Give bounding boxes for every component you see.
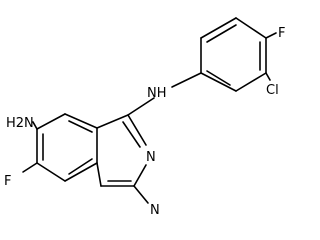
ring-nitrogen-label: N <box>146 150 156 165</box>
bond <box>68 120 93 133</box>
bond <box>133 164 147 187</box>
bond <box>127 97 155 116</box>
bond <box>64 162 98 182</box>
bond <box>96 114 129 129</box>
bond <box>200 17 237 39</box>
bond <box>127 114 147 146</box>
nh-label: NH <box>147 86 167 101</box>
bond <box>200 72 237 92</box>
bond <box>122 121 141 148</box>
bond <box>22 162 38 173</box>
bond <box>32 121 38 130</box>
chlorine-label: Cl <box>266 83 279 98</box>
fluorine-label: F <box>278 26 285 41</box>
bond <box>64 113 98 129</box>
fluorine-label: F <box>4 174 11 189</box>
bond <box>36 113 66 130</box>
bond <box>235 72 267 92</box>
bond <box>206 70 231 86</box>
bond <box>68 158 93 175</box>
bond <box>36 162 66 182</box>
bond <box>265 72 271 81</box>
bond <box>171 72 202 88</box>
chemical-structure: F Cl NH H2N N N F <box>4 17 285 217</box>
bond <box>96 162 102 187</box>
bond <box>235 17 267 39</box>
bond <box>265 32 277 39</box>
bond <box>206 24 237 43</box>
amine-label: H2N <box>6 116 34 131</box>
ring-nitrogen-label: N <box>150 203 160 217</box>
bond <box>133 185 149 204</box>
